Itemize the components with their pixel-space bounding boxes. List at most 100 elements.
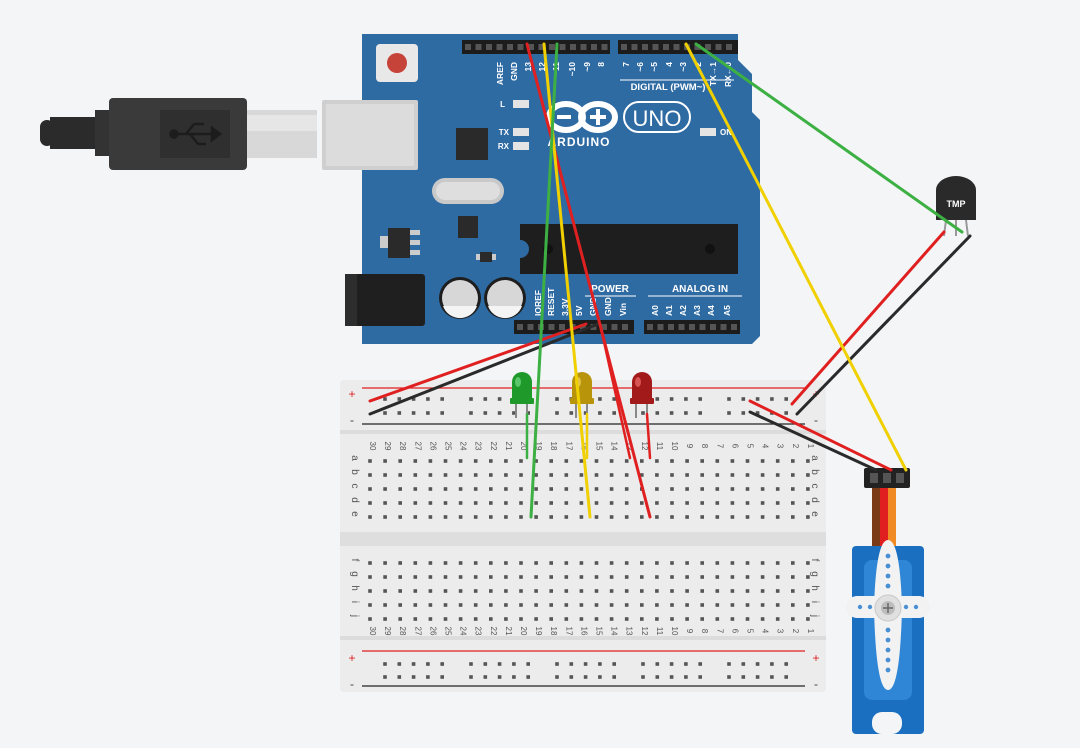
rail-hole[interactable] (497, 675, 502, 679)
breadboard-hole[interactable] (609, 561, 614, 565)
breadboard-holes[interactable] (368, 397, 810, 679)
breadboard-hole[interactable] (549, 473, 553, 477)
breadboard-hole[interactable] (760, 589, 765, 593)
breadboard-hole[interactable] (398, 575, 402, 579)
breadboard-hole[interactable] (730, 603, 735, 607)
breadboard-hole[interactable] (745, 515, 750, 519)
breadboard-hole[interactable] (594, 589, 599, 593)
header-pin[interactable] (611, 324, 618, 330)
rail-hole[interactable] (612, 675, 616, 679)
breadboard-hole[interactable] (655, 501, 659, 505)
breadboard-hole[interactable] (609, 487, 614, 491)
breadboard-hole[interactable] (549, 515, 553, 519)
breadboard-hole[interactable] (443, 617, 448, 621)
breadboard-hole[interactable] (458, 589, 463, 593)
breadboard-hole[interactable] (413, 487, 418, 491)
breadboard-hole[interactable] (564, 617, 569, 621)
breadboard-hole[interactable] (534, 603, 538, 607)
wire-pin12-to-red-led[interactable] (525, 42, 652, 519)
rail-hole[interactable] (612, 411, 616, 415)
breadboard-hole[interactable] (760, 575, 765, 579)
breadboard-hole[interactable] (760, 473, 765, 477)
breadboard-hole[interactable] (670, 589, 674, 593)
header-pin[interactable] (710, 324, 716, 330)
header-pin[interactable] (705, 44, 711, 50)
breadboard-hole[interactable] (534, 515, 538, 519)
breadboard-hole[interactable] (640, 501, 644, 505)
digital-header-left[interactable] (462, 40, 610, 54)
breadboard-hole[interactable] (398, 515, 402, 519)
rail-hole[interactable] (383, 662, 387, 666)
breadboard-hole[interactable] (700, 617, 704, 621)
rail-hole[interactable] (426, 397, 430, 401)
rail-hole[interactable] (555, 411, 559, 415)
header-pin[interactable] (559, 324, 565, 330)
breadboard-hole[interactable] (624, 515, 629, 519)
breadboard-hole[interactable] (428, 473, 433, 477)
rail-hole[interactable] (741, 675, 746, 679)
breadboard-hole[interactable] (504, 603, 508, 607)
breadboard-hole[interactable] (791, 487, 795, 491)
breadboard-hole[interactable] (534, 575, 538, 579)
breadboard-hole[interactable] (670, 487, 674, 491)
breadboard-hole[interactable] (534, 589, 538, 593)
rail-hole[interactable] (426, 662, 430, 666)
breadboard-hole[interactable] (715, 561, 720, 565)
rail-hole[interactable] (483, 397, 488, 401)
breadboard-hole[interactable] (504, 617, 508, 621)
rail-hole[interactable] (426, 411, 430, 415)
breadboard-hole[interactable] (594, 459, 599, 463)
breadboard-hole[interactable] (473, 501, 478, 505)
breadboard-hole[interactable] (806, 501, 810, 505)
breadboard-hole[interactable] (730, 487, 735, 491)
breadboard-hole[interactable] (655, 473, 659, 477)
breadboard-hole[interactable] (806, 473, 810, 477)
breadboard-hole[interactable] (519, 501, 523, 505)
rail-hole[interactable] (598, 675, 602, 679)
breadboard-hole[interactable] (383, 473, 387, 477)
header-pin[interactable] (715, 44, 722, 50)
breadboard-hole[interactable] (791, 589, 795, 593)
breadboard-hole[interactable] (624, 575, 629, 579)
breadboard-hole[interactable] (791, 459, 795, 463)
rail-hole[interactable] (755, 411, 760, 415)
rail-hole[interactable] (383, 411, 387, 415)
breadboard-hole[interactable] (489, 473, 493, 477)
breadboard-hole[interactable] (504, 561, 508, 565)
header-pin[interactable] (517, 44, 524, 50)
breadboard-hole[interactable] (730, 515, 735, 519)
breadboard-hole[interactable] (624, 501, 629, 505)
rail-hole[interactable] (698, 411, 702, 415)
rail-hole[interactable] (397, 662, 402, 666)
breadboard-hole[interactable] (624, 617, 629, 621)
breadboard-hole[interactable] (504, 515, 508, 519)
breadboard-hole[interactable] (655, 459, 659, 463)
breadboard-hole[interactable] (624, 561, 629, 565)
breadboard-hole[interactable] (775, 473, 780, 477)
rail-hole[interactable] (440, 397, 444, 401)
rail-hole[interactable] (784, 675, 788, 679)
wire-servo-power[interactable] (748, 399, 893, 472)
breadboard-hole[interactable] (534, 617, 538, 621)
breadboard-hole[interactable] (640, 459, 644, 463)
breadboard-hole[interactable] (594, 575, 599, 579)
rail-hole[interactable] (770, 675, 774, 679)
breadboard-hole[interactable] (489, 589, 493, 593)
breadboard-hole[interactable] (489, 575, 493, 579)
breadboard-hole[interactable] (519, 575, 523, 579)
breadboard-hole[interactable] (670, 459, 674, 463)
breadboard-hole[interactable] (775, 575, 780, 579)
rail-hole[interactable] (426, 675, 430, 679)
breadboard-hole[interactable] (428, 617, 433, 621)
breadboard-hole[interactable] (549, 603, 553, 607)
breadboard-hole[interactable] (579, 459, 584, 463)
breadboard-hole[interactable] (775, 561, 780, 565)
breadboard-hole[interactable] (443, 459, 448, 463)
header-pin[interactable] (496, 44, 503, 50)
rail-hole[interactable] (684, 411, 688, 415)
wire-sensor-signal[interactable] (694, 42, 964, 234)
usb-cable[interactable] (40, 98, 317, 170)
rail-hole[interactable] (555, 675, 559, 679)
breadboard-hole[interactable] (413, 561, 418, 565)
rail-hole[interactable] (497, 397, 502, 401)
